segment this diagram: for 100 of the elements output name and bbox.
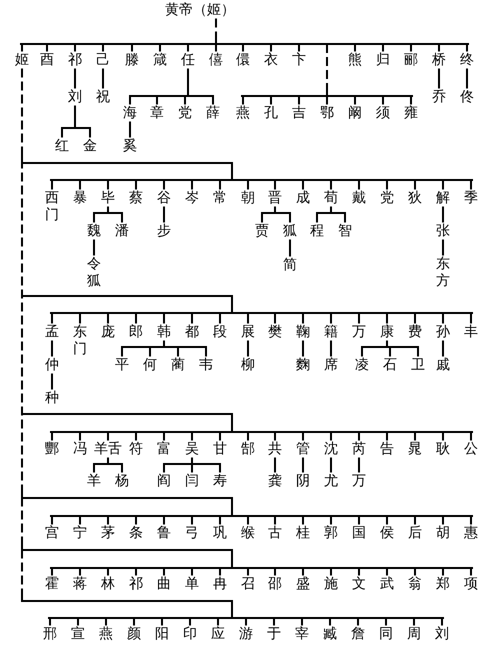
connector-line xyxy=(219,180,221,190)
surname-label: 席 xyxy=(324,356,338,374)
connector-line xyxy=(149,347,151,356)
connector-line xyxy=(219,313,221,324)
connector-line xyxy=(330,568,332,576)
connector-line xyxy=(274,458,276,472)
surname-label: 麴 xyxy=(296,356,310,374)
connector-line xyxy=(219,432,221,440)
surname-label: 条 xyxy=(129,524,143,542)
connector-line xyxy=(274,432,276,440)
surname-label: 蔡 xyxy=(129,190,143,206)
connector-line xyxy=(442,206,444,222)
connector-line xyxy=(410,96,412,104)
surname-label: 姬 xyxy=(15,52,29,68)
connector-line xyxy=(163,206,165,222)
connector-line xyxy=(261,213,263,222)
connector-line xyxy=(46,44,48,52)
surname-label: 郎 xyxy=(129,324,143,340)
connector-line xyxy=(60,106,91,129)
connector-line xyxy=(162,458,221,465)
surname-label: 潘 xyxy=(115,222,129,240)
connector-line xyxy=(330,516,332,524)
surname-label: 寿 xyxy=(213,472,227,490)
surname-label: 弓 xyxy=(185,524,199,542)
surname-label: 僖 xyxy=(209,52,223,68)
connector-line xyxy=(470,313,472,324)
connector-line xyxy=(191,516,193,524)
surname-label: 告 xyxy=(380,440,394,458)
surname-label: 燕 xyxy=(99,626,113,642)
surname-label: 孟 xyxy=(45,324,59,340)
surname-label: 党 xyxy=(178,104,192,122)
surname-label: 邵 xyxy=(268,576,282,592)
surname-label: 祁 xyxy=(68,52,82,68)
connector-line xyxy=(191,568,193,576)
connector-line xyxy=(302,458,304,472)
connector-line xyxy=(247,340,249,356)
surname-label: 鞠 xyxy=(296,324,310,340)
connector-line xyxy=(21,44,23,52)
surname-label: 宁 xyxy=(73,524,87,542)
connector-line xyxy=(189,618,191,626)
connector-line xyxy=(354,44,356,52)
connector-line xyxy=(302,516,304,524)
connector-line xyxy=(358,516,360,524)
surname-label: 韩 xyxy=(157,324,171,340)
surname-label: 成 xyxy=(296,190,310,206)
surname-label: 酉 xyxy=(40,52,54,68)
connector-line xyxy=(77,618,79,626)
connector-line xyxy=(191,464,193,472)
surname-label: 郭 xyxy=(324,524,338,542)
surname-label: 戚 xyxy=(436,356,450,374)
connector-line xyxy=(51,432,53,440)
connector-line xyxy=(302,340,304,356)
surname-label: 卫 xyxy=(411,356,425,374)
connector-line xyxy=(442,180,444,190)
surname-label: 万 xyxy=(352,472,366,490)
connector-line xyxy=(413,618,415,626)
surname-label: 霍 xyxy=(45,576,59,592)
connector-line xyxy=(302,432,304,440)
surname-label: 衣 xyxy=(264,52,278,68)
surname-label: 郑 xyxy=(436,576,450,592)
connector-line xyxy=(93,240,95,256)
surname-label: 薛 xyxy=(206,104,220,122)
surname-label: 郜 xyxy=(241,440,255,458)
surname-label: 詹 xyxy=(351,626,365,642)
connector-line xyxy=(107,432,109,440)
connector-line xyxy=(330,313,332,324)
surname-label: 金 xyxy=(83,138,97,154)
surname-label: 常 xyxy=(213,190,227,206)
connector-line xyxy=(135,313,137,324)
connector-line xyxy=(389,347,391,356)
surname-label: 羊舌 xyxy=(94,440,122,458)
connector-line xyxy=(330,458,332,472)
surname-label: 祁 xyxy=(129,576,143,592)
connector-line xyxy=(344,213,346,222)
connector-line xyxy=(470,432,472,440)
surname-label: 儇 xyxy=(236,52,250,68)
surname-label: 孙 xyxy=(436,324,450,340)
surname-label: 万 xyxy=(352,324,366,340)
connector-line xyxy=(163,432,165,440)
surname-label: 巩 xyxy=(213,524,227,542)
connector-line xyxy=(442,568,444,576)
surname-label: 游 xyxy=(239,626,253,642)
surname-label: 鄂 xyxy=(320,104,334,122)
connector-line xyxy=(212,96,214,104)
connector-line xyxy=(107,516,109,524)
surname-label: 尤 xyxy=(324,472,338,490)
surname-label: 共 xyxy=(268,440,282,458)
surname-label: 蒋 xyxy=(73,576,87,592)
connector-line xyxy=(414,516,416,524)
surname-label: 祝 xyxy=(96,88,110,106)
connector-line xyxy=(156,96,158,104)
surname-label: 段 xyxy=(213,324,227,340)
connector-line xyxy=(135,568,137,576)
connector-line xyxy=(74,44,76,52)
surname-label: 简 xyxy=(283,256,297,274)
surname-label: 鲁 xyxy=(157,524,171,542)
surname-label: 都 xyxy=(185,324,199,340)
connector-line xyxy=(49,618,51,626)
connector-line xyxy=(245,618,247,626)
surname-label: 岑 xyxy=(185,190,199,206)
